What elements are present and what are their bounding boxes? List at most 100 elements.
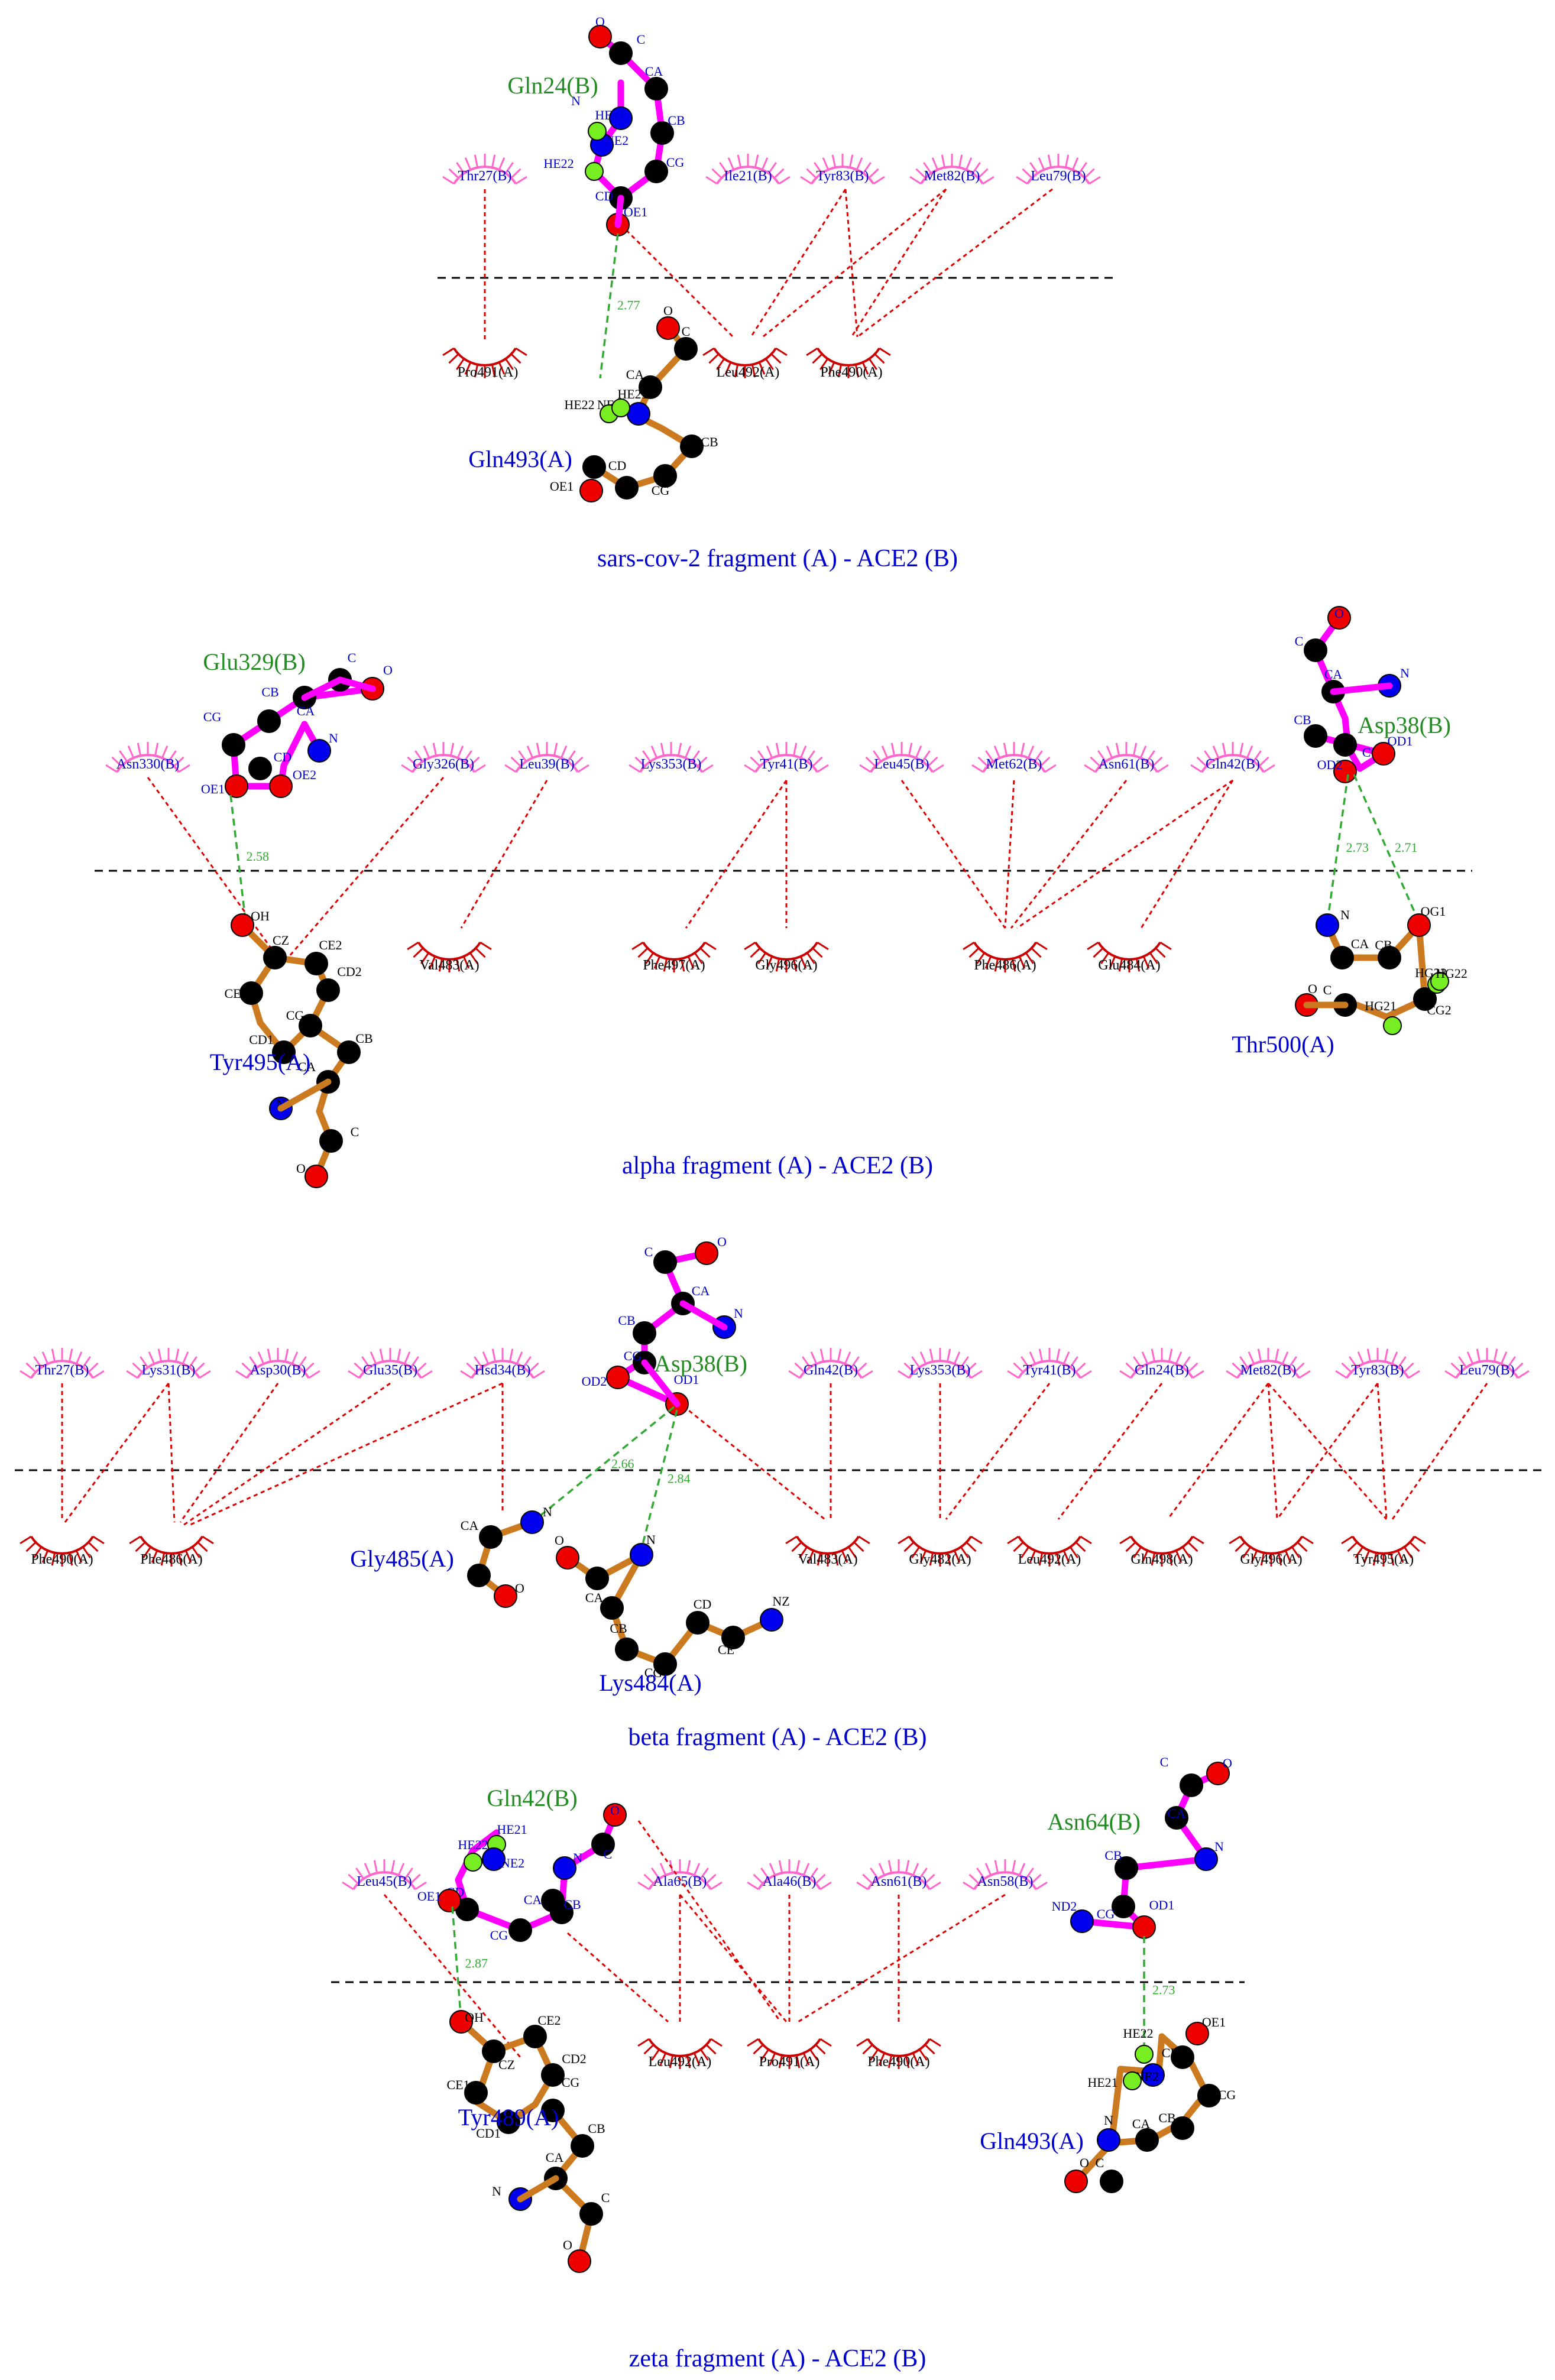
atom-c [248,757,272,780]
hydrophobic-arc-spoke [1232,1362,1243,1373]
hydrophobic-arc-spoke [1403,1546,1413,1558]
hydrophobic-arc-spoke [1204,750,1213,762]
hydrophobic-arc-spoke [870,1867,879,1879]
hydrophobic-arc-spoke [924,1873,935,1885]
hydrophobic-arc-spoke [1500,1351,1508,1364]
atom-label: CB [563,1897,581,1912]
atom-label: N [492,2184,501,2199]
hydrophobic-arc-spoke [760,2049,770,2061]
hydrophobic-arc-spoke [482,1351,490,1364]
hydrophobic-arc-spoke [737,154,742,168]
atom-h [611,398,630,417]
residue-label: Asn64(B) [1047,1808,1141,1835]
atom-label: OD1 [1388,734,1413,748]
atom-label: CG [624,1348,642,1363]
hydrophobic-arc-spoke [1025,952,1034,964]
hydrophobic-arc-spoke [758,362,766,375]
hydrophobic-contact-line [64,1383,170,1523]
hydrophobic-arc-spoke [41,1351,49,1364]
hydrophobic-arc-spoke [348,1370,360,1379]
hydrophobic-arc-spoke [194,1362,205,1373]
hydrophobic-arc-spoke [370,1351,377,1364]
hydrophobic-arc-spoke [1239,1356,1249,1368]
hydrophobic-arc-spoke [508,1348,514,1362]
hydrophobic-contact-line [147,777,279,958]
bond [614,194,624,228]
hydrophobic-residue-label: Asn61(B) [871,1874,927,1889]
bond [679,1300,728,1331]
hydrophobic-residue-label: Met82(B) [924,168,980,184]
hydrophobic-arc-spoke [1450,1362,1462,1373]
atom-label: CB [701,435,718,449]
hydrophobic-arc-spoke [953,1351,961,1364]
hydrophobic-arc-spoke [751,364,756,378]
hydrophobic-residue-label: Leu45(B) [874,757,929,772]
hydrophobic-arc-spoke [773,168,785,179]
hydrophobic-arc-spoke [963,1881,975,1891]
hydrophobic-residue-label: Hsd34(B) [475,1363,531,1378]
hydrophobic-arc-spoke [887,1860,893,1873]
hydrophobic-arc-spoke [929,1348,934,1362]
hydrophobic-arc-spoke [504,764,517,773]
atom-label: CA [626,367,644,382]
hydrophobic-arc-B [1007,1348,1092,1379]
hydrophobic-contact-line [1016,779,1233,929]
hydrophobic-arc-spoke [178,764,190,773]
hydrophobic-arc-spoke [1181,1356,1191,1368]
atom-c [222,733,245,757]
hydrophobic-arc-B [442,154,527,185]
hydrophobic-arc-spoke [1175,1351,1183,1364]
hydrophobic-arc-spoke [856,1881,869,1891]
hydrophobic-arc-spoke [806,168,817,179]
atom-label: HE22 [564,397,594,412]
hydrophobic-arc-B [859,742,944,773]
hydrophobic-residue-label: Phe490(A) [867,2054,929,2070]
hydrophobic-arc-A [637,2038,723,2069]
hydrophobic-arc-spoke [197,1541,208,1552]
hydrophobic-arc-spoke [1029,1351,1036,1364]
atom-o [1327,606,1351,630]
hydrophobic-arc-spoke [744,764,756,773]
hydrophobic-arc-curve [1130,1535,1194,1555]
hydrophobic-arc-spoke [1133,1356,1142,1368]
hydrophobic-arc-spoke [971,162,981,174]
hydrophobic-arc-curve [973,941,1037,961]
hydrophobic-arc-B [1084,742,1169,773]
hydrophobic-arc-spoke [510,353,521,364]
hydrophobic-arc-spoke [968,947,980,958]
atom-n [482,1847,506,1871]
atom-label: CA [1168,1806,1186,1821]
hydrophobic-arc-spoke [1175,1550,1183,1563]
hydrophobic-arc-spoke [1020,742,1025,756]
hydrophobic-arc-spoke [127,745,135,758]
hydrophobic-arc-A [20,1535,105,1567]
atom-c [319,1129,343,1153]
atom-label: HE22 [1123,2026,1153,2041]
hydrophobic-arc-spoke [769,2052,776,2066]
hydrophobic-arc-curve [1352,1535,1415,1555]
hydrophobic-arc-spoke [33,1356,43,1368]
hydrophobic-arc-spoke [858,1535,870,1545]
atom-label: C [351,1124,359,1139]
hydrophobic-arc-A [1119,1535,1204,1567]
atom-n [1316,913,1339,937]
hydrophobic-arc-spoke [364,1863,371,1876]
atom-c [571,2134,594,2158]
hydrophobic-arc-spoke [865,756,876,767]
hydrophobic-arc-spoke [1021,1356,1030,1368]
atom-label: CB [618,1313,635,1328]
atom-label: CD1 [476,2126,501,2141]
hydrophobic-arc-spoke [528,1362,539,1373]
hydrophobic-arc-A [963,941,1048,972]
hydrophobic-arc-spoke [1080,1370,1092,1379]
hydrophobic-arc-spoke [760,1867,770,1879]
hydrophobic-arc-spoke [1069,1546,1078,1558]
hydrophobic-arc-spoke [856,2038,869,2047]
hydrophobic-arc-spoke [396,1348,401,1362]
atom-label: O [555,1533,564,1548]
hydrophobic-residue-label: Met62(B) [986,757,1042,772]
hydrophobic-arc-spoke [795,2055,801,2068]
hydrophobic-arc-spoke [342,1881,354,1891]
hydrophobic-arc-spoke [1018,1863,1026,1876]
hydrophobic-arc-spoke [202,1535,214,1545]
